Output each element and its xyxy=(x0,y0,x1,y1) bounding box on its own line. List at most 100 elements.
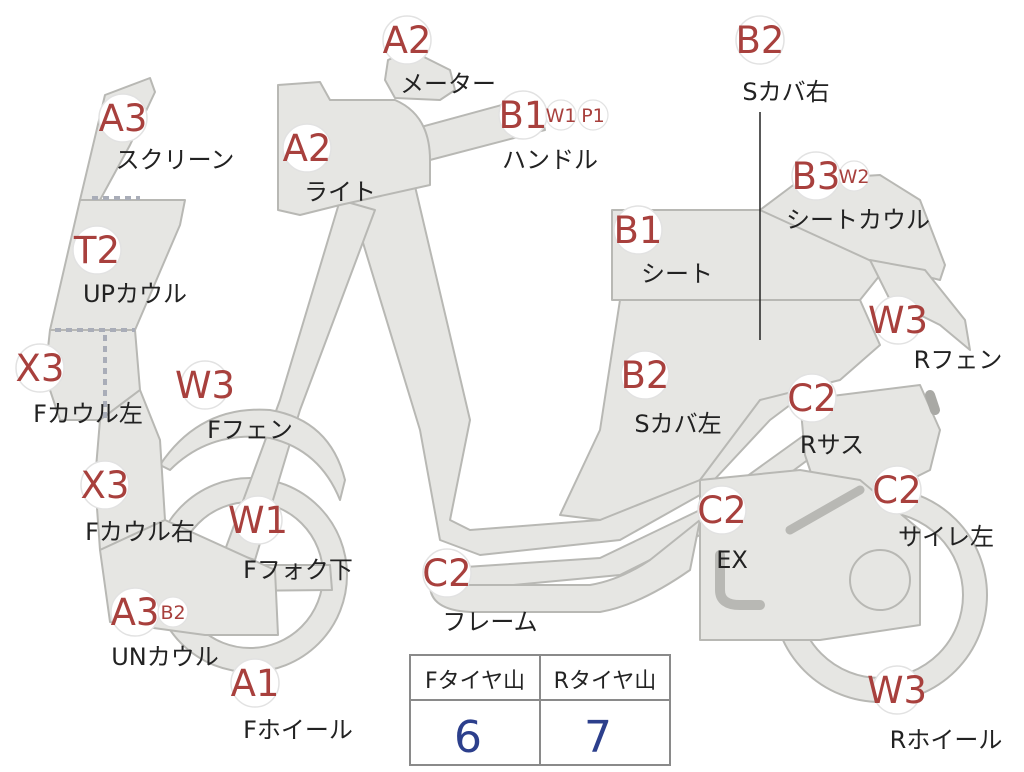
grade-text: X3 xyxy=(16,347,65,390)
grade-badge xyxy=(613,205,663,255)
part-label: Fホイール xyxy=(243,716,353,744)
rear-tire-header: Rタイヤ山 xyxy=(554,669,657,694)
grade-text: C2 xyxy=(787,377,836,420)
grade-badge xyxy=(422,548,472,598)
part-callout-seat: B1 シート xyxy=(613,205,713,288)
part-label: フレーム xyxy=(442,608,537,636)
grade-text: A2 xyxy=(283,127,332,170)
part-callout-light: A2 ライト xyxy=(282,123,376,206)
grade-badge xyxy=(872,465,922,515)
grade-text: C2 xyxy=(422,552,471,595)
grade-text: B2 xyxy=(736,19,785,62)
extra-grade-badge xyxy=(577,99,609,131)
grade-badge xyxy=(98,93,148,143)
grade-text: B1 xyxy=(499,94,548,137)
part-label: メーター xyxy=(400,70,496,98)
tire-tread-table: Fタイヤ山 Rタイヤ山 6 7 xyxy=(409,654,671,766)
part-label: Fフェン xyxy=(207,416,293,444)
part-label: シートカウル xyxy=(786,206,930,234)
front-tire-value: 6 xyxy=(454,712,482,763)
grade-badge xyxy=(180,360,230,410)
part-label: ライト xyxy=(304,178,376,206)
front-tire-header: Fタイヤ山 xyxy=(425,669,525,694)
part-label: Fフォク下 xyxy=(243,556,353,584)
exhaust-pipe-shape xyxy=(715,550,765,610)
part-boundaries xyxy=(55,196,140,420)
grade-text: B1 xyxy=(614,209,663,252)
part-callout-frame: C2 フレーム xyxy=(422,548,538,636)
grade-badge xyxy=(620,350,670,400)
grade-badge xyxy=(230,658,280,708)
front-fender-shape xyxy=(159,408,346,501)
part-label: UNカウル xyxy=(111,643,219,671)
part-label: Sカバ左 xyxy=(634,410,721,438)
grade-badge xyxy=(872,665,922,715)
part-label: Fカウル右 xyxy=(85,518,195,546)
part-label: Sカバ右 xyxy=(742,78,829,106)
grade-text: A1 xyxy=(231,662,280,705)
exhaust-link-shape xyxy=(785,485,865,535)
grade-text: W3 xyxy=(175,364,235,407)
part-callout-screen: A3 スクリーン xyxy=(98,93,235,174)
part-label: サイレ左 xyxy=(898,523,994,551)
grade-text: A3 xyxy=(99,97,148,140)
grade-text: B3 xyxy=(792,155,841,198)
extra-grade-text: W1 xyxy=(546,105,577,127)
part-label: EX xyxy=(716,546,748,574)
grade-badge xyxy=(15,343,65,393)
part-label: Rフェン xyxy=(914,346,1003,374)
part-label: Rホイール xyxy=(890,726,1003,754)
extra-grade-text: W2 xyxy=(839,166,870,188)
grade-text: W1 xyxy=(228,499,288,542)
extra-grade-badge xyxy=(838,160,870,192)
grade-text: C2 xyxy=(872,469,921,512)
part-label: Rサス xyxy=(800,431,864,459)
engine-hub-shape xyxy=(849,549,911,611)
rear-tire-value: 7 xyxy=(584,712,612,763)
grade-badge xyxy=(382,15,432,65)
part-label: スクリーン xyxy=(116,146,235,174)
extra-grade-badge xyxy=(545,99,577,131)
muffler-tip-shape xyxy=(925,390,940,415)
grade-badge xyxy=(72,225,122,275)
grade-badge xyxy=(735,15,785,65)
extra-grade-text: B2 xyxy=(160,602,185,624)
extra-grade-text: P1 xyxy=(581,105,605,127)
part-label: シート xyxy=(641,260,713,288)
grade-text: B2 xyxy=(621,354,670,397)
grade-badge xyxy=(697,485,747,535)
part-label: ハンドル xyxy=(502,146,598,174)
grade-text: C2 xyxy=(697,489,746,532)
grade-text: W3 xyxy=(868,299,928,342)
grade-text: W3 xyxy=(867,669,927,712)
grade-text: X3 xyxy=(81,464,130,507)
grade-badge xyxy=(80,460,130,510)
part-callout-silencer-left: C2 サイレ左 xyxy=(872,465,994,551)
light-shape xyxy=(277,81,431,216)
part-label: Fカウル左 xyxy=(33,400,143,428)
grade-badge xyxy=(873,295,923,345)
grade-text: T2 xyxy=(73,229,120,272)
grade-badge xyxy=(282,123,332,173)
part-label: UPカウル xyxy=(83,280,187,308)
grade-badge xyxy=(233,495,283,545)
grade-badge xyxy=(787,373,837,423)
